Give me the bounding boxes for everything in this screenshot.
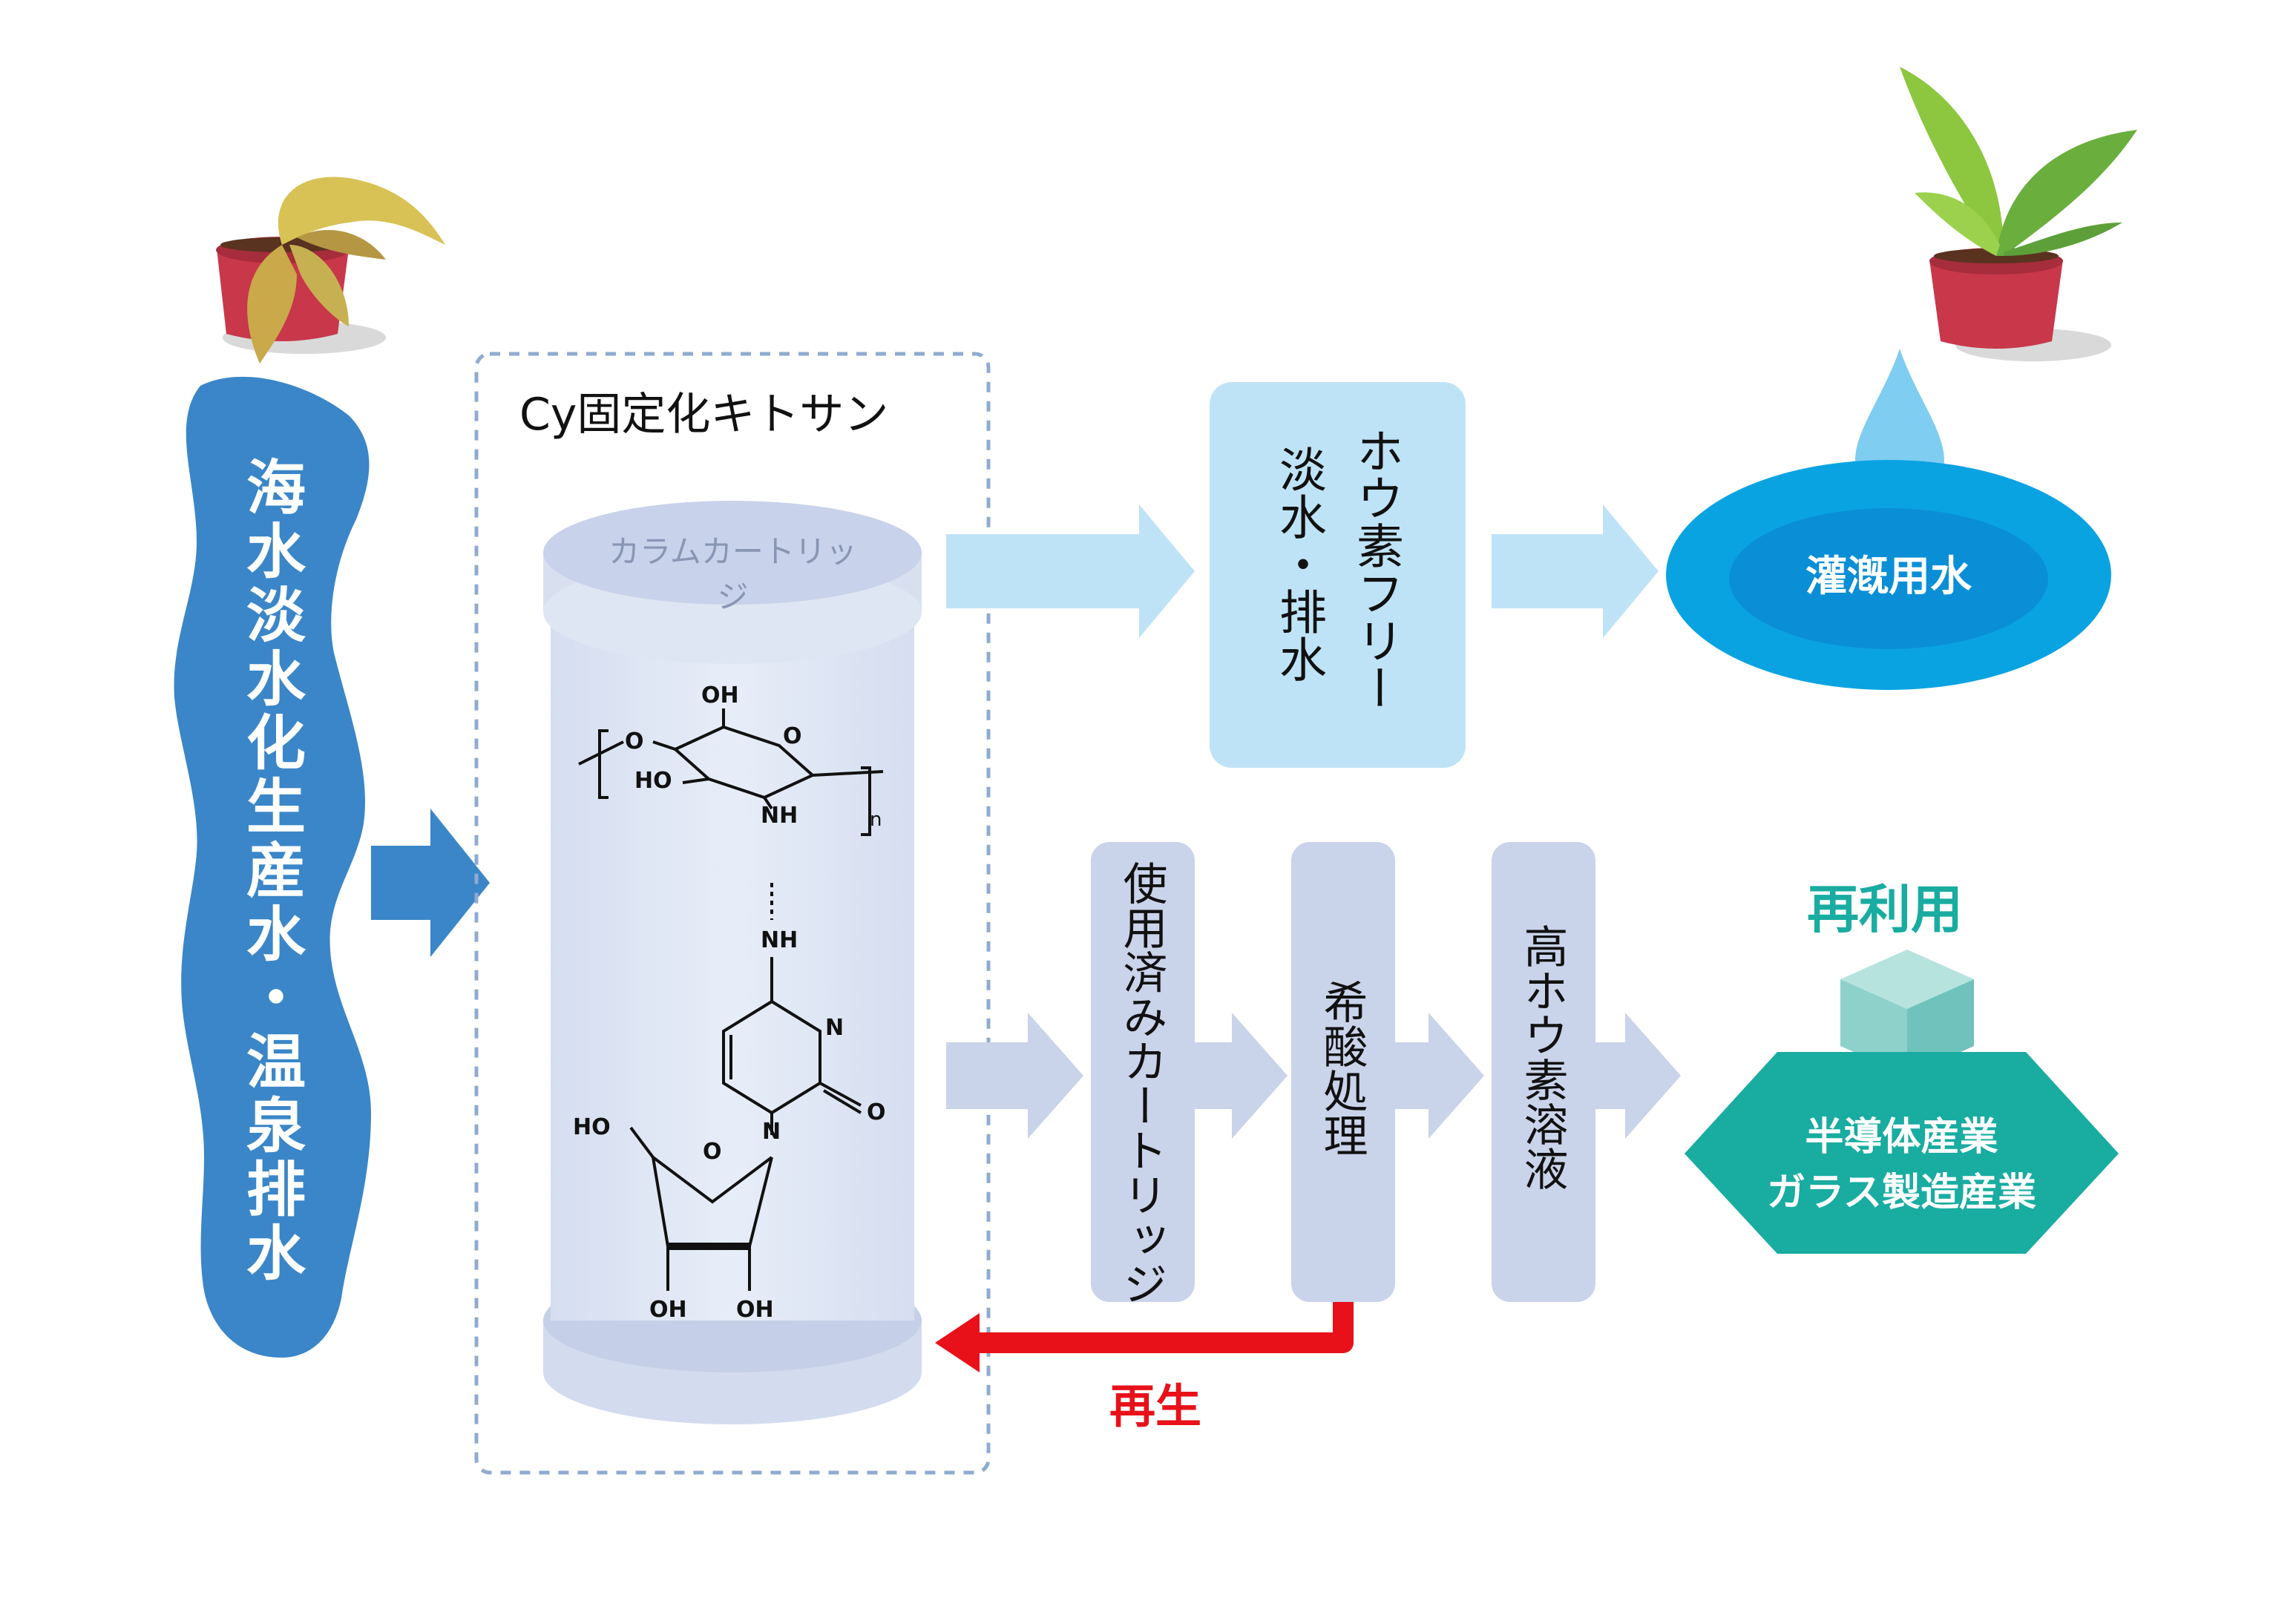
boron-free-label-line1: ホウ素フリー xyxy=(1348,427,1403,711)
step-label-used-cartridge: 使用済みカートリッジ xyxy=(1115,861,1167,1306)
chem-ho-sugar: HO xyxy=(573,1114,611,1140)
wilted-plant-icon xyxy=(216,177,445,364)
step-label-high-boron: 高ホウ素溶液 xyxy=(1516,924,1568,1191)
chem-o-ring: O xyxy=(783,723,802,749)
chem-n-subscript: n xyxy=(870,809,882,831)
chem-o-sugar: O xyxy=(703,1139,722,1165)
top-arrow-2 xyxy=(1492,504,1659,638)
bottom-arrow-2 xyxy=(1195,1013,1288,1139)
column-group-border xyxy=(474,352,991,1475)
source-label: 海水淡水化生産水・温泉排水 xyxy=(237,456,306,1286)
regeneration-arrowhead xyxy=(935,1313,980,1372)
chem-n-ring2: N xyxy=(762,1119,781,1145)
step-box-acid xyxy=(1291,842,1395,1302)
step-label-acid: 希酸処理 xyxy=(1316,979,1368,1157)
column-group-title: Cy固定化キトサン xyxy=(519,389,889,441)
chem-o-link: O xyxy=(625,729,644,754)
boron-free-box xyxy=(1210,382,1466,768)
cartridge-label: カラムカートリッジ xyxy=(609,533,857,615)
step-box-high-boron xyxy=(1492,842,1595,1302)
chem-ho-left: HO xyxy=(634,768,672,794)
industry-line2: ガラス製造産業 xyxy=(1767,1171,2036,1215)
source-blob xyxy=(174,376,371,1358)
chem-oh-top: OH xyxy=(701,683,739,708)
chem-nh-lower: NH xyxy=(761,927,798,953)
boron-free-label-line2: 淡水・排水 xyxy=(1271,445,1326,683)
top-arrow-1 xyxy=(946,504,1195,638)
regeneration-label: 再生 xyxy=(1109,1379,1202,1433)
chem-oh-sugar1: OH xyxy=(649,1297,687,1323)
chitosan-cytidine-structure xyxy=(578,708,884,1291)
reuse-hexagon xyxy=(1685,1052,2119,1254)
chem-nh-upper: NH xyxy=(761,803,798,829)
healthy-plant-icon xyxy=(1900,67,2137,361)
bottom-arrow-3 xyxy=(1395,1013,1484,1139)
source-arrow xyxy=(371,809,490,957)
bottom-arrow-1 xyxy=(946,1013,1083,1139)
irrigation-label: 灌漑用水 xyxy=(1805,553,1972,601)
regeneration-arrow xyxy=(972,1302,1354,1353)
chem-n-ring: N xyxy=(825,1015,844,1041)
industry-line1: 半導体産業 xyxy=(1805,1115,1998,1160)
step-box-used-cartridge xyxy=(1091,842,1195,1302)
cube-icon xyxy=(1840,950,1974,1076)
irrigation-pool-inner xyxy=(1729,508,2048,649)
chem-oh-sugar2: OH xyxy=(736,1297,774,1323)
reuse-title: 再利用 xyxy=(1807,879,1963,940)
bottom-arrow-4 xyxy=(1595,1013,1681,1139)
chem-o-carbonyl: O xyxy=(867,1099,886,1125)
column-cartridge xyxy=(543,501,922,1424)
